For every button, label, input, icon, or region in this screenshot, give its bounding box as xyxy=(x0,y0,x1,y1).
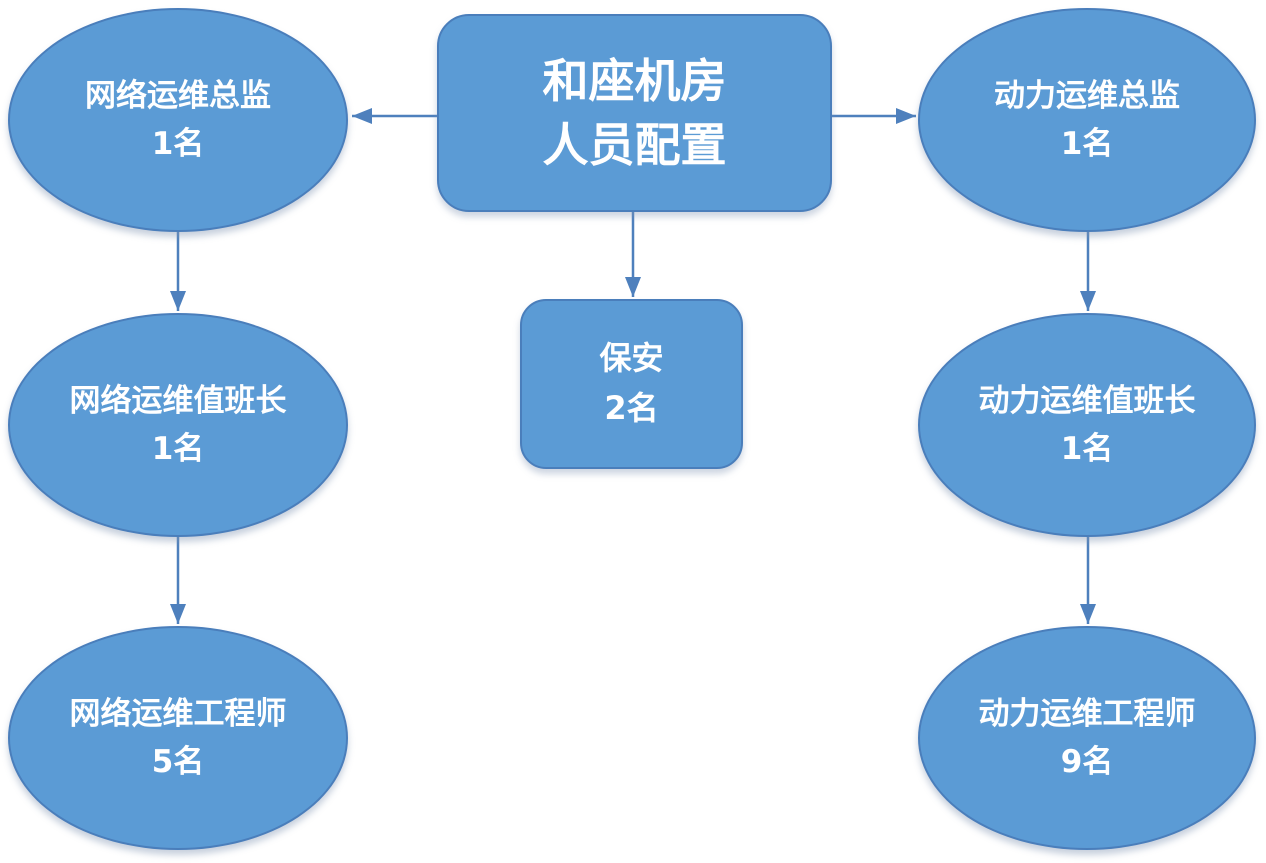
root-label-line2: 人员配置 xyxy=(542,118,727,172)
security-count: 2名 xyxy=(604,389,659,427)
node-security: 保安 2名 xyxy=(520,299,743,469)
node-title: 动力运维工程师 xyxy=(978,695,1196,732)
node-count: 1名 xyxy=(1060,431,1114,467)
node-count: 5名 xyxy=(151,744,205,780)
node-count: 1名 xyxy=(151,431,205,467)
root-label-line1: 和座机房 xyxy=(542,53,727,108)
security-label: 保安 2名 xyxy=(522,334,741,433)
node-label: 网络运维值班长 1名 xyxy=(10,377,346,473)
node-network-engineer: 网络运维工程师 5名 xyxy=(8,626,348,850)
node-title: 网络运维工程师 xyxy=(69,695,287,732)
node-label: 网络运维总监 1名 xyxy=(10,72,346,168)
node-power-engineer: 动力运维工程师 9名 xyxy=(918,626,1256,850)
node-network-director: 网络运维总监 1名 xyxy=(8,8,348,232)
node-title: 动力运维值班长 xyxy=(978,382,1196,419)
node-network-shift-leader: 网络运维值班长 1名 xyxy=(8,313,348,537)
node-label: 动力运维值班长 1名 xyxy=(920,377,1254,473)
root-label: 和座机房 人员配置 xyxy=(439,49,830,178)
node-count: 1名 xyxy=(1060,126,1114,162)
node-power-director: 动力运维总监 1名 xyxy=(918,8,1256,232)
node-count: 1名 xyxy=(151,126,205,162)
node-root-title: 和座机房 人员配置 xyxy=(437,14,832,212)
node-label: 动力运维总监 1名 xyxy=(920,72,1254,168)
node-title: 网络运维总监 xyxy=(85,77,271,114)
node-label: 动力运维工程师 9名 xyxy=(920,690,1254,786)
node-label: 网络运维工程师 5名 xyxy=(10,690,346,786)
node-power-shift-leader: 动力运维值班长 1名 xyxy=(918,313,1256,537)
node-title: 网络运维值班长 xyxy=(69,382,287,419)
security-title: 保安 xyxy=(599,339,664,378)
node-count: 9名 xyxy=(1060,744,1114,780)
node-title: 动力运维总监 xyxy=(994,77,1180,114)
